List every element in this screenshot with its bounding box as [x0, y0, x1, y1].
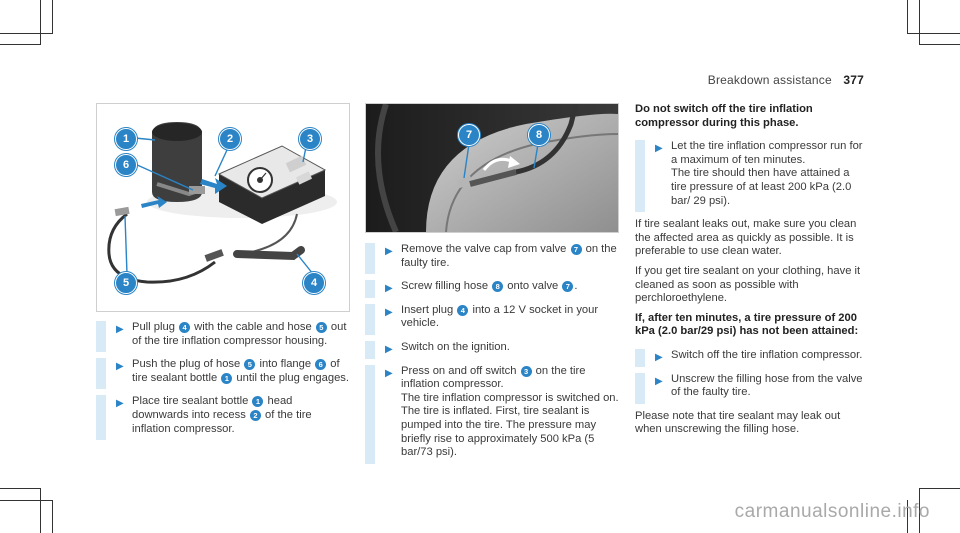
callout-8: 8	[528, 124, 550, 146]
ref-badge: 2	[249, 409, 261, 421]
column-1: ▶ Pull plug 4 with the cable and hose 5 …	[96, 321, 352, 446]
running-header: Breakdown assistance 377	[708, 73, 864, 87]
warning-heading: Do not switch off the tire inflation com…	[635, 103, 813, 129]
callout-1: 1	[115, 128, 137, 150]
callout-3: 3	[299, 128, 321, 150]
ref-badge: 4	[179, 322, 191, 333]
ref-badge: 5	[315, 322, 327, 333]
step-item: ▶ Push the plug of hose 5 into flange 6 …	[96, 358, 352, 390]
watermark: carmanualsonline.info	[734, 501, 930, 522]
step-item: ▶ Remove the valve cap from valve 7 on t…	[365, 243, 621, 275]
step-arrow-icon: ▶	[385, 343, 393, 355]
step-result: The tire inflation compressor is switche…	[401, 391, 619, 459]
step-arrow-icon: ▶	[385, 283, 393, 295]
ref-badge: 4	[457, 304, 469, 316]
step-arrow-icon: ▶	[655, 351, 663, 363]
figure-tire-valve: 7 8	[365, 103, 619, 233]
paragraph: Please note that tire sealant may leak o…	[635, 409, 841, 436]
step-arrow-icon: ▶	[116, 324, 124, 335]
paragraph: If tire sealant leaks out, make sure you…	[635, 218, 857, 258]
ref-badge: 3	[520, 365, 532, 377]
ref-badge: 6	[315, 359, 327, 371]
ref-badge: 8	[492, 281, 504, 293]
step-item: ▶ Screw filling hose 8 onto valve 7.	[365, 280, 621, 298]
ref-badge: 7	[570, 244, 582, 255]
step-result: The tire should then have attained a tir…	[671, 167, 852, 207]
ref-badge: 5	[244, 359, 256, 371]
page-number: 377	[843, 73, 864, 87]
step-item: ▶ Insert plug 4 into a 12 V socket in yo…	[365, 303, 621, 335]
column-2: ▶ Remove the valve cap from valve 7 on t…	[365, 243, 621, 470]
section-title: Breakdown assistance	[707, 73, 832, 87]
column-3: Do not switch off the tire inflation com…	[635, 103, 867, 443]
step-item: ▶ Press on and off switch 3 on the tire …	[365, 364, 621, 464]
step-arrow-icon: ▶	[116, 398, 124, 410]
step-arrow-icon: ▶	[116, 361, 124, 373]
compressor-illustration	[107, 122, 337, 284]
step-arrow-icon: ▶	[385, 306, 393, 318]
step-item: ▶ Unscrew the filling hose from the valv…	[635, 372, 867, 404]
paragraph: If you get tire sealant on your clothing…	[635, 264, 861, 305]
figure-tire-inflation-compressor: 1 2 3 6 5 4	[96, 103, 350, 312]
callout-5: 5	[115, 272, 137, 294]
step-arrow-icon: ▶	[655, 375, 663, 387]
ref-badge: 1	[252, 396, 264, 408]
tire-valve-illustration	[366, 104, 618, 232]
step-item: ▶ Switch on the ignition.	[365, 340, 621, 359]
ref-badge: 1	[221, 372, 233, 384]
callout-2: 2	[219, 128, 241, 150]
ref-badge: 7	[562, 281, 574, 293]
callout-6: 6	[115, 154, 137, 176]
step-item: ▶ Let the tire inflation compressor run …	[635, 140, 867, 213]
step-arrow-icon: ▶	[655, 143, 663, 155]
step-arrow-icon: ▶	[385, 367, 393, 379]
condition-heading: If, after ten minutes, a tire pressure o…	[635, 311, 859, 338]
step-item: ▶ Pull plug 4 with the cable and hose 5 …	[96, 321, 352, 353]
callout-4: 4	[303, 272, 325, 294]
step-item: ▶ Place tire sealant bottle 1 head downw…	[96, 395, 352, 441]
callout-7: 7	[458, 124, 480, 146]
step-item: ▶ Switch off the tire inflation compress…	[635, 348, 867, 367]
step-arrow-icon: ▶	[385, 246, 393, 257]
